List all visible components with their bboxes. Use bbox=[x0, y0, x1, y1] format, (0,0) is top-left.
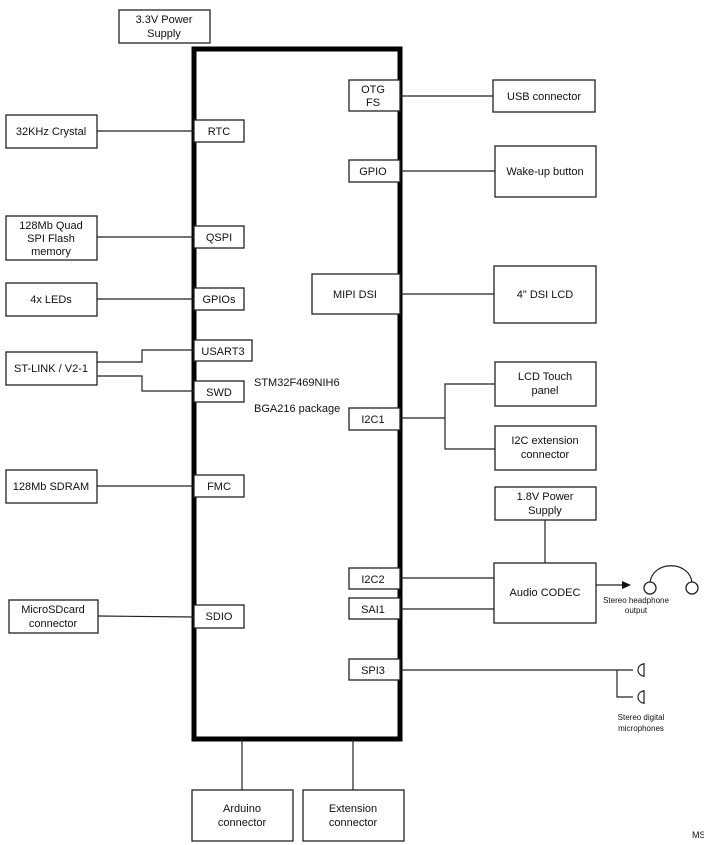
svg-text:panel: panel bbox=[532, 385, 559, 397]
svg-text:QSPI: QSPI bbox=[206, 232, 232, 244]
svg-text:I2C extension: I2C extension bbox=[511, 435, 578, 447]
pin-i2c1: I2C1 bbox=[348, 407, 401, 431]
headphone-label-2: output bbox=[625, 606, 648, 615]
power-3v3-block: 3.3V Power Supply bbox=[118, 9, 211, 44]
mcu-name: STM32F469NIH6 bbox=[254, 377, 340, 389]
svg-text:ST-LINK / V2-1: ST-LINK / V2-1 bbox=[14, 363, 88, 375]
svg-text:connector: connector bbox=[329, 817, 378, 829]
usb-connector-block: USB connector bbox=[492, 79, 596, 113]
microphone-icon-2 bbox=[637, 690, 645, 704]
svg-text:connector: connector bbox=[29, 618, 78, 630]
svg-text:MIPI DSI: MIPI DSI bbox=[333, 289, 377, 301]
svg-text:SAI1: SAI1 bbox=[361, 604, 385, 616]
svg-text:connector: connector bbox=[218, 817, 267, 829]
svg-text:Wake-up button: Wake-up button bbox=[506, 166, 583, 178]
pin-fmc: FMC bbox=[193, 474, 245, 498]
svg-text:USART3: USART3 bbox=[201, 346, 244, 358]
arrow-head-icon bbox=[622, 581, 631, 589]
svg-text:FS: FS bbox=[366, 97, 380, 109]
mcu-package: BGA216 package bbox=[254, 403, 340, 415]
corner-label: MS bbox=[692, 830, 704, 840]
audio-codec-block: Audio CODEC bbox=[493, 562, 597, 624]
sdram-block: 128Mb SDRAM bbox=[5, 469, 98, 504]
pin-i2c2: I2C2 bbox=[348, 567, 401, 590]
extension-connector-block: Extension connector bbox=[302, 789, 405, 842]
wakeup-button-block: Wake-up button bbox=[494, 145, 597, 198]
svg-text:FMC: FMC bbox=[207, 481, 231, 493]
svg-text:GPIO: GPIO bbox=[359, 166, 387, 178]
svg-text:OTG: OTG bbox=[361, 84, 385, 96]
svg-text:128Mb Quad: 128Mb Quad bbox=[19, 220, 83, 232]
pin-gpio: GPIO bbox=[348, 159, 401, 183]
svg-text:GPIOs: GPIOs bbox=[202, 294, 236, 306]
svg-text:Extension: Extension bbox=[329, 803, 377, 815]
touch-panel-block: LCD Touch panel bbox=[494, 361, 597, 407]
svg-text:SWD: SWD bbox=[206, 387, 232, 399]
svg-text:RTC: RTC bbox=[208, 126, 230, 138]
pin-qspi: QSPI bbox=[193, 225, 245, 249]
pin-sai1: SAI1 bbox=[348, 597, 401, 620]
svg-text:3.3V Power: 3.3V Power bbox=[136, 14, 193, 26]
qspi-flash-block: 128Mb Quad SPI Flash memory bbox=[5, 215, 98, 261]
microphones-label-2: microphones bbox=[618, 724, 664, 733]
i2c-extension-block: I2C extension connector bbox=[494, 425, 597, 471]
arduino-connector-block: Arduino connector bbox=[191, 789, 294, 842]
microsd-block: MicroSDcard connector bbox=[8, 599, 99, 634]
svg-text:SDIO: SDIO bbox=[206, 611, 233, 623]
pin-otg-fs: OTG FS bbox=[348, 79, 401, 112]
svg-text:connector: connector bbox=[521, 449, 570, 461]
pin-gpios: GPIOs bbox=[193, 287, 245, 311]
svg-text:Supply: Supply bbox=[528, 505, 562, 517]
svg-text:128Mb SDRAM: 128Mb SDRAM bbox=[13, 481, 89, 493]
leds-block: 4x LEDs bbox=[5, 282, 98, 317]
pin-sdio: SDIO bbox=[193, 604, 245, 629]
svg-text:LCD Touch: LCD Touch bbox=[518, 371, 572, 383]
pin-swd: SWD bbox=[193, 380, 245, 403]
pin-mipi-dsi: MIPI DSI bbox=[311, 273, 401, 315]
power-1v8-block: 1.8V Power Supply bbox=[494, 486, 597, 521]
pin-spi3: SPI3 bbox=[348, 658, 401, 681]
microphone-icon bbox=[637, 663, 645, 677]
svg-text:4x LEDs: 4x LEDs bbox=[30, 294, 72, 306]
svg-text:4" DSI LCD: 4" DSI LCD bbox=[517, 289, 574, 301]
microphones-label: Stereo digital bbox=[618, 713, 665, 722]
svg-text:I2C1: I2C1 bbox=[361, 414, 384, 426]
svg-text:memory: memory bbox=[31, 246, 71, 258]
svg-text:Arduino: Arduino bbox=[223, 803, 261, 815]
stlink-block: ST-LINK / V2-1 bbox=[5, 351, 98, 386]
svg-text:MicroSDcard: MicroSDcard bbox=[21, 604, 85, 616]
pin-usart3: USART3 bbox=[193, 339, 253, 362]
pin-rtc: RTC bbox=[193, 119, 245, 143]
svg-text:Supply: Supply bbox=[147, 28, 181, 40]
svg-text:32KHz Crystal: 32KHz Crystal bbox=[16, 126, 86, 138]
crystal-block: 32KHz Crystal bbox=[5, 114, 98, 149]
svg-text:1.8V Power: 1.8V Power bbox=[517, 491, 574, 503]
headphone-label: Stereo headphone bbox=[603, 596, 669, 605]
svg-text:I2C2: I2C2 bbox=[361, 574, 384, 586]
headphone-icon bbox=[643, 565, 699, 595]
svg-text:SPI3: SPI3 bbox=[361, 665, 385, 677]
dsi-lcd-block: 4" DSI LCD bbox=[493, 265, 597, 324]
svg-text:USB connector: USB connector bbox=[507, 91, 581, 103]
svg-text:SPI Flash: SPI Flash bbox=[27, 233, 75, 245]
svg-text:Audio CODEC: Audio CODEC bbox=[510, 587, 581, 599]
